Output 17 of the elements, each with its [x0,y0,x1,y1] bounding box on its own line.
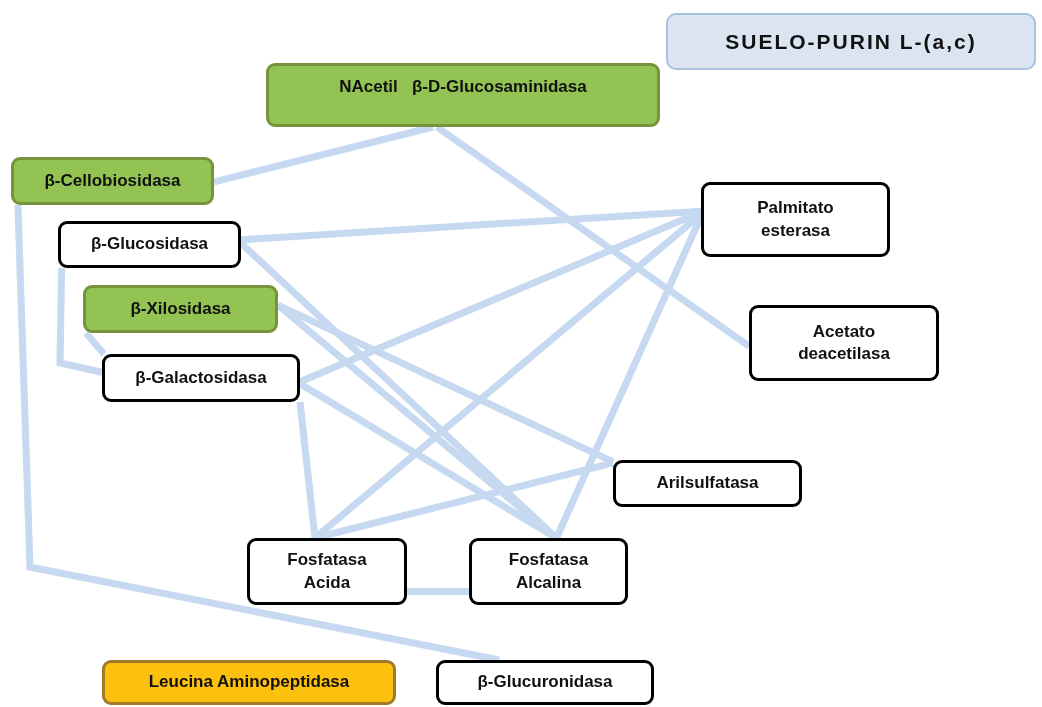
enzyme-box: Palmitato esterasa [701,182,890,257]
enzyme-box: NAcetil β-D-Glucosaminidasa [266,63,660,127]
connector-line [56,267,103,376]
enzyme-box: Fosfatasa Acida [247,538,407,605]
enzyme-box: Fosfatasa Alcalina [469,538,628,605]
enzyme-box: β-Xilosidasa [83,285,278,333]
enzyme-box: β-Glucosidasa [58,221,241,268]
enzyme-box: Arilsulfatasa [613,460,802,507]
enzyme-box: Leucina Aminopeptidasa [102,660,396,705]
connector-line [240,207,702,244]
enzyme-box: β-Galactosidasa [102,354,300,402]
enzyme-box: Acetato deacetilasa [749,305,939,381]
enzyme-box: β-Glucuronidasa [436,660,654,705]
enzyme-box: β-Cellobiosidasa [11,157,214,205]
title-box: SUELO-PURIN L-(a,c) [666,13,1036,70]
connector-line [407,588,469,596]
connector-line [296,401,319,539]
